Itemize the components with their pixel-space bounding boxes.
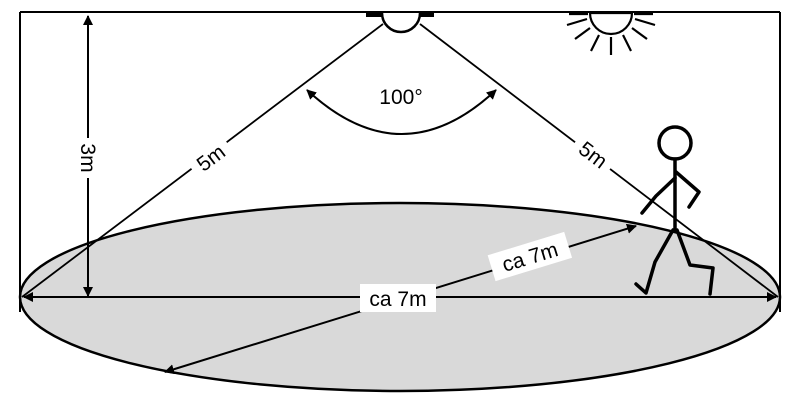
angle-label: 100° <box>379 86 422 109</box>
motion-sensor-icon <box>366 12 434 34</box>
walking-person-icon <box>634 125 715 296</box>
label-diameter: ca 7m <box>360 284 436 312</box>
label-height: 3m <box>76 138 101 178</box>
height-label: 3m <box>76 143 99 172</box>
label-angle: 100° <box>379 86 422 109</box>
detection-angle-arc <box>306 89 497 135</box>
sun-icon <box>566 11 656 55</box>
diameter-label: ca 7m <box>369 288 426 311</box>
label-right-range: 5m <box>568 131 619 178</box>
